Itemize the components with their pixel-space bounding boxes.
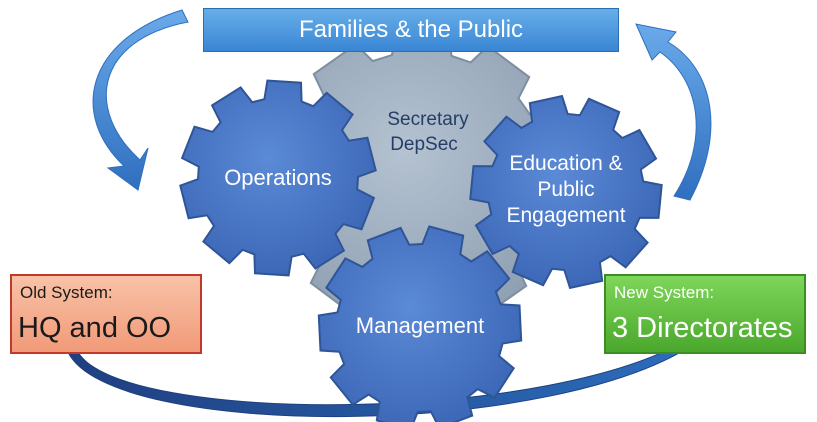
left-curved-arrow	[92, 9, 189, 191]
banner-title: Families & the Public	[298, 16, 524, 43]
new-system-box: New System: 3 Directorates	[604, 274, 806, 354]
right-curved-arrow	[635, 23, 712, 201]
old-system-box: Old System: HQ and OO	[10, 274, 202, 354]
education-gear: Education & Public Engagement	[469, 94, 663, 290]
secretary-label: Secretary	[387, 109, 469, 130]
new-system-caption: New System:	[614, 283, 715, 302]
depsec-label: DepSec	[390, 134, 458, 155]
old-system-value: HQ and OO	[18, 312, 172, 344]
operations-gear: Operations	[179, 79, 377, 277]
education-gear-shape	[469, 94, 663, 290]
management-gear: Management	[317, 225, 523, 422]
education-label-line1: Education &	[509, 152, 622, 175]
education-label-line2: Public	[537, 178, 594, 201]
new-system-value: 3 Directorates	[612, 312, 793, 344]
management-label: Management	[356, 313, 484, 338]
old-system-caption: Old System:	[20, 283, 113, 302]
education-label-line3: Engagement	[506, 204, 625, 227]
operations-label: Operations	[224, 165, 332, 190]
operations-gear-shape	[179, 79, 377, 277]
management-gear-shape	[317, 225, 523, 422]
families-public-banner: Families & the Public	[203, 8, 619, 52]
